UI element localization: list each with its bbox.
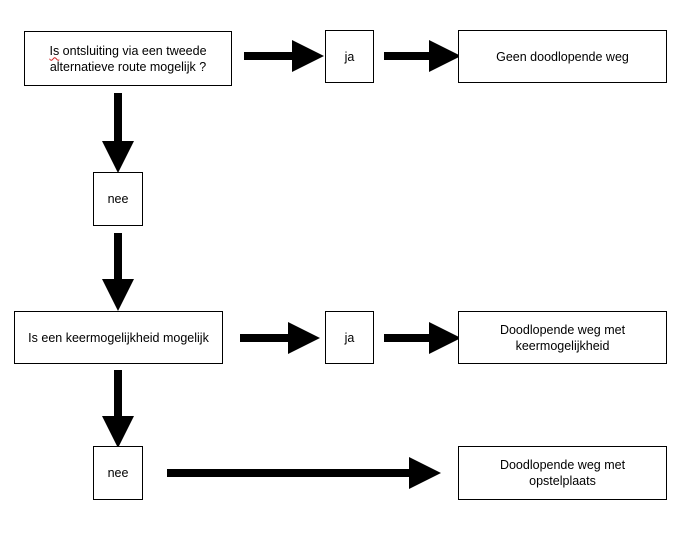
question-1-label: Is ontsluiting via een tweede alternatie… [49, 43, 206, 75]
question-2-box: Is een keermogelijkheid mogelijk [14, 311, 223, 364]
answer-no-1-label: nee [107, 192, 129, 206]
result-1-box: Geen doodlopende weg [458, 30, 667, 83]
result-2-box: Doodlopende weg met keermogelijkheid [458, 311, 667, 364]
answer-yes-2-label: ja [344, 330, 355, 345]
answer-no-2-label: nee [107, 466, 129, 480]
question-1-label-prefix: Is [49, 43, 60, 58]
question-1-box: Is ontsluiting via een tweede alternatie… [24, 31, 232, 86]
answer-yes-1-label: ja [344, 49, 355, 64]
answer-no-2-box: nee [93, 446, 143, 500]
answer-yes-2-box: ja [325, 311, 374, 364]
result-2-label: Doodlopende weg met keermogelijkheid [499, 322, 626, 353]
result-3-box: Doodlopende weg met opstelplaats [458, 446, 667, 500]
answer-yes-1-box: ja [325, 30, 374, 83]
question-1-label-rest: ontsluiting via een tweede alternatieve … [49, 43, 207, 74]
answer-no-1-box: nee [93, 172, 143, 226]
result-3-label: Doodlopende weg met opstelplaats [499, 458, 626, 488]
question-2-label: Is een keermogelijkheid mogelijk [28, 330, 209, 345]
result-1-label: Geen doodlopende weg [496, 49, 629, 64]
